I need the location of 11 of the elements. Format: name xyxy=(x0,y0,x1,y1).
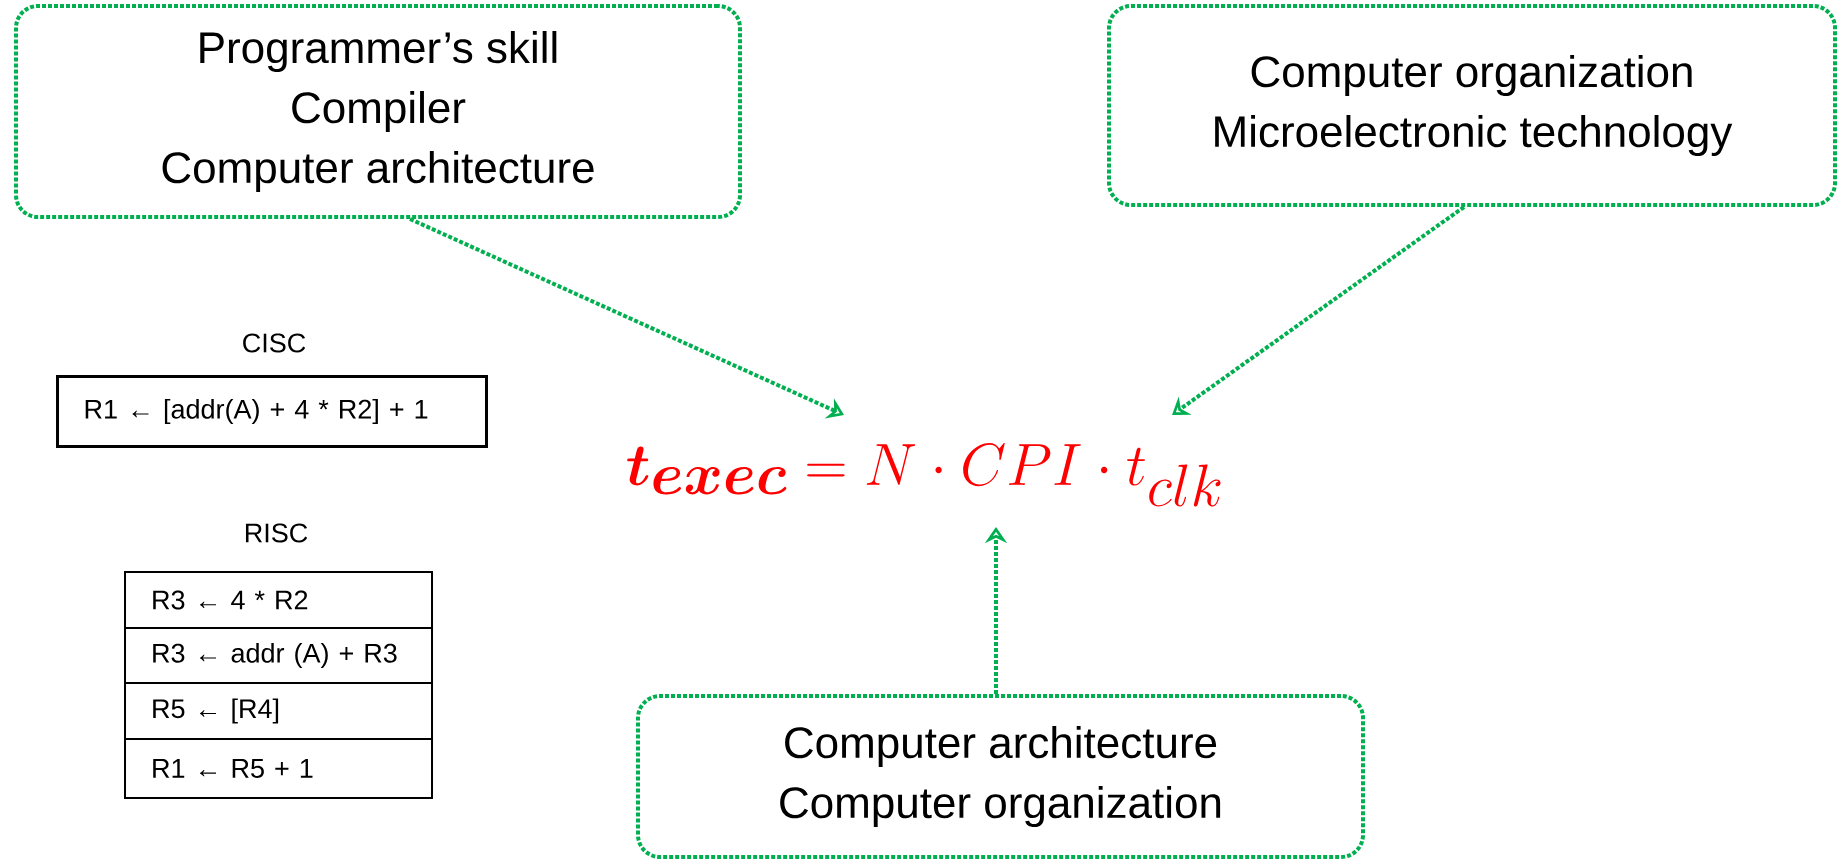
section-label: RISC xyxy=(245,523,308,543)
instruction-box: R1 ← R5 + 1 xyxy=(124,738,433,799)
arrow xyxy=(1172,205,1466,415)
instruction-box: R3 ← addr (A) + R3 xyxy=(124,627,433,684)
instruction-box: R5 ← [R4] xyxy=(124,682,433,740)
callout-box: Computer architecture Computer organization xyxy=(636,694,1365,859)
instruction-box: R3 ← 4 * R2 xyxy=(124,571,433,629)
callout-box: Computer organization Microelectronic technology xyxy=(1107,4,1837,207)
instruction-box: R1 ← [addr(A) + 4 * R2] + 1 xyxy=(56,375,488,448)
formula: $\bm{t}_{\bm{exec}} = N \cdot CPI \cdot t_{clk}$ xyxy=(627,442,1221,507)
callout-box: Programmer’s skill Compiler Computer architecture xyxy=(14,4,742,219)
